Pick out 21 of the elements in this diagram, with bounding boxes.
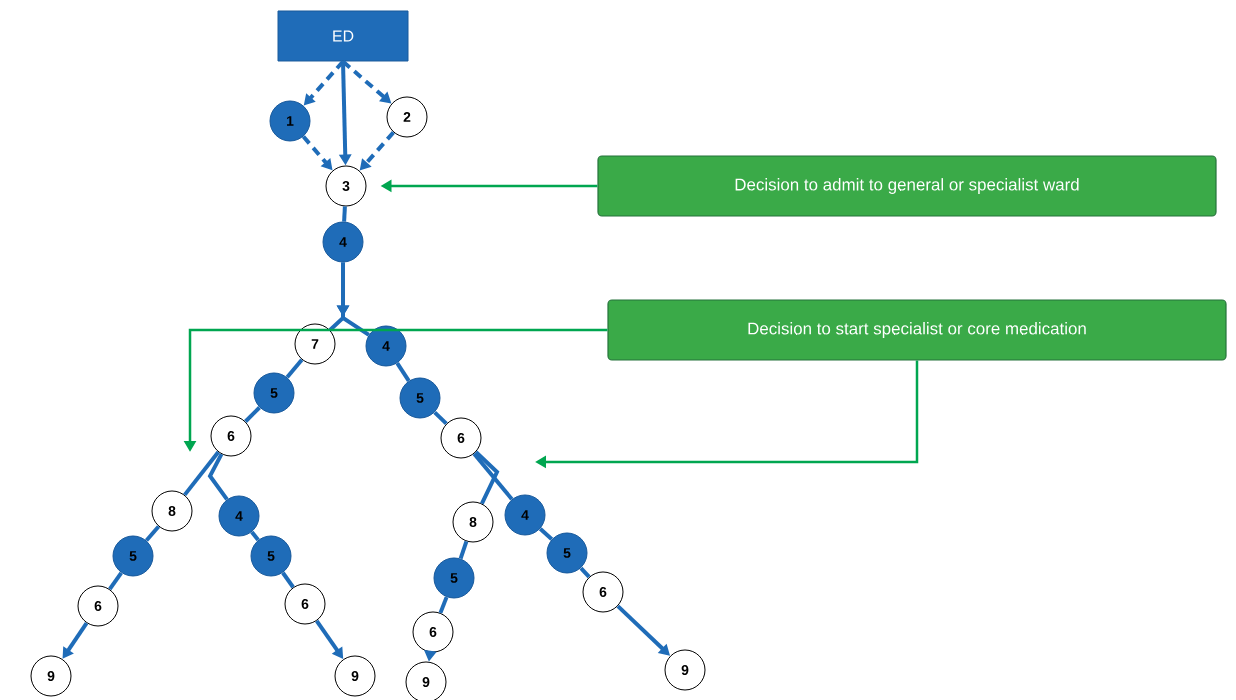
connector-line	[538, 527, 554, 541]
connector-line	[579, 566, 591, 579]
decision-box: Decision to admit to general or specialist ward	[597, 155, 1217, 217]
connector-line	[281, 571, 295, 589]
connector-line	[285, 358, 304, 379]
process-box: ED	[277, 10, 409, 62]
connector-line	[438, 596, 449, 614]
connector-line	[474, 450, 500, 505]
connector-line	[458, 540, 469, 560]
connector-line	[144, 525, 161, 542]
connector-line	[108, 571, 123, 591]
connector-line	[183, 450, 220, 497]
decision-box: Decision to start specialist or core medication	[607, 299, 1227, 361]
connector-line	[472, 452, 514, 501]
arrow	[315, 619, 344, 659]
connector-line	[342, 206, 347, 222]
connector-line	[244, 406, 261, 423]
connector-line	[433, 410, 448, 426]
connector-line	[207, 453, 229, 501]
connector-line	[250, 530, 260, 542]
connector-line	[395, 362, 411, 382]
